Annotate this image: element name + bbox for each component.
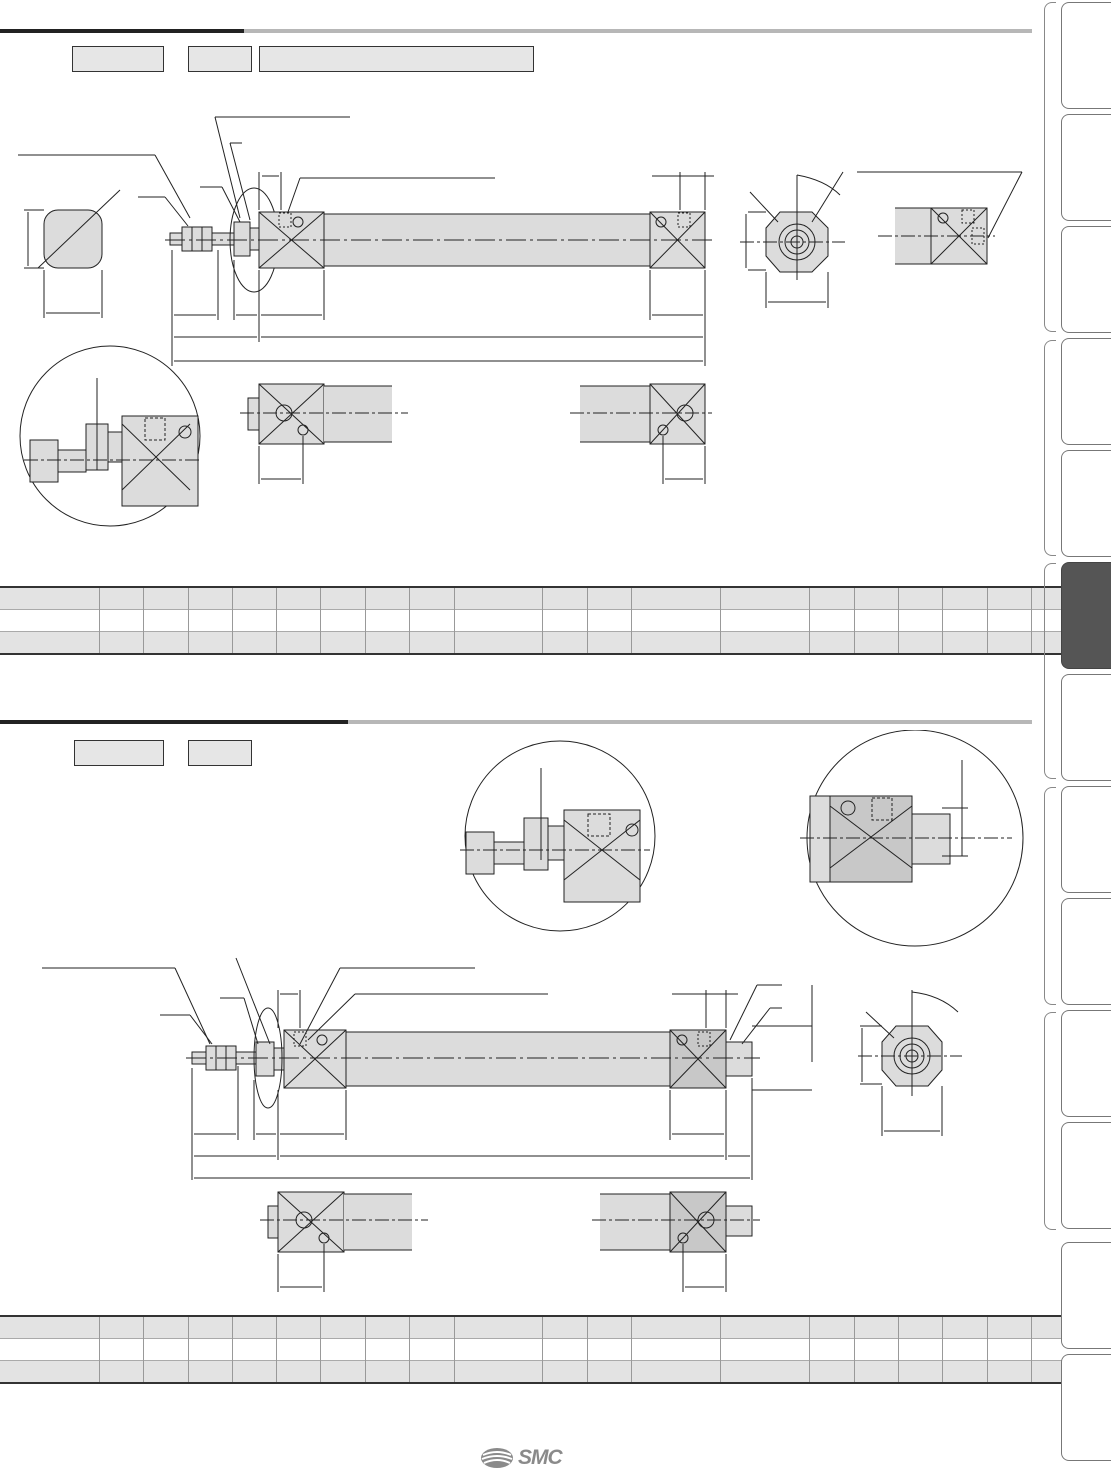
side-tab-11[interactable] <box>1061 1122 1111 1229</box>
side-tab-5[interactable] <box>1061 450 1111 557</box>
side-tab-7[interactable] <box>1061 674 1111 781</box>
detail-circle-2a <box>460 740 656 932</box>
side-tab-1[interactable] <box>1061 2 1111 109</box>
side-tab-group-bracket <box>1044 787 1056 1005</box>
head-end-view-2 <box>858 990 962 1136</box>
section-1-dimension-drawing <box>18 116 1023 527</box>
side-tab-13[interactable] <box>1061 1354 1111 1461</box>
side-tab-2[interactable] <box>1061 114 1111 221</box>
side-tab-group-bracket <box>1044 340 1056 556</box>
section-1-header-bar <box>0 29 1032 33</box>
side-tab-6-active[interactable] <box>1061 562 1111 669</box>
port-detail-view <box>857 171 1023 265</box>
side-tab-group-bracket <box>1044 2 1056 332</box>
section-2-type-box <box>188 740 252 766</box>
side-tab-4[interactable] <box>1061 338 1111 445</box>
cylinder-side-view <box>138 116 714 366</box>
smc-logo-text: SMC <box>518 1446 563 1469</box>
section-1-header-accent <box>0 29 244 33</box>
side-tab-8[interactable] <box>1061 786 1111 893</box>
section-1-description-box <box>259 46 534 72</box>
side-tab-10[interactable] <box>1061 1010 1111 1117</box>
side-tab-3[interactable] <box>1061 226 1111 333</box>
section-1-model-box <box>72 46 164 72</box>
rod-end-view <box>18 154 191 318</box>
head-end-view <box>740 171 845 308</box>
section-2-header-accent <box>0 720 348 724</box>
section-2-dimension-drawing <box>42 730 1024 1292</box>
side-tab-9[interactable] <box>1061 898 1111 1005</box>
table-row <box>0 631 1076 655</box>
side-tab-group-bracket <box>1044 563 1056 779</box>
side-tab-12[interactable] <box>1061 1242 1111 1349</box>
table-row <box>0 1338 1076 1361</box>
table-row <box>0 1360 1076 1384</box>
detail-circle-1 <box>19 345 201 527</box>
smc-logo-mark-icon <box>481 1448 513 1468</box>
detail-circle-2b <box>800 730 1024 947</box>
table-header-row <box>0 1315 1076 1339</box>
cylinder-side-view-2 <box>42 957 813 1180</box>
section-2-model-box <box>74 740 164 766</box>
smc-logo: SMC <box>480 1446 563 1470</box>
table-row <box>0 609 1076 632</box>
section-2-header-bar <box>0 720 1032 724</box>
port-position-view-right-2 <box>592 1191 760 1292</box>
port-position-view-left <box>240 383 408 484</box>
section-1-type-box <box>188 46 252 72</box>
section-1-dimension-table <box>0 586 1076 655</box>
port-position-view-left-2 <box>260 1191 428 1292</box>
side-tab-group-bracket <box>1044 1012 1056 1230</box>
section-2-dimension-table <box>0 1315 1076 1384</box>
table-header-row <box>0 586 1076 610</box>
port-position-view-right <box>570 383 712 484</box>
